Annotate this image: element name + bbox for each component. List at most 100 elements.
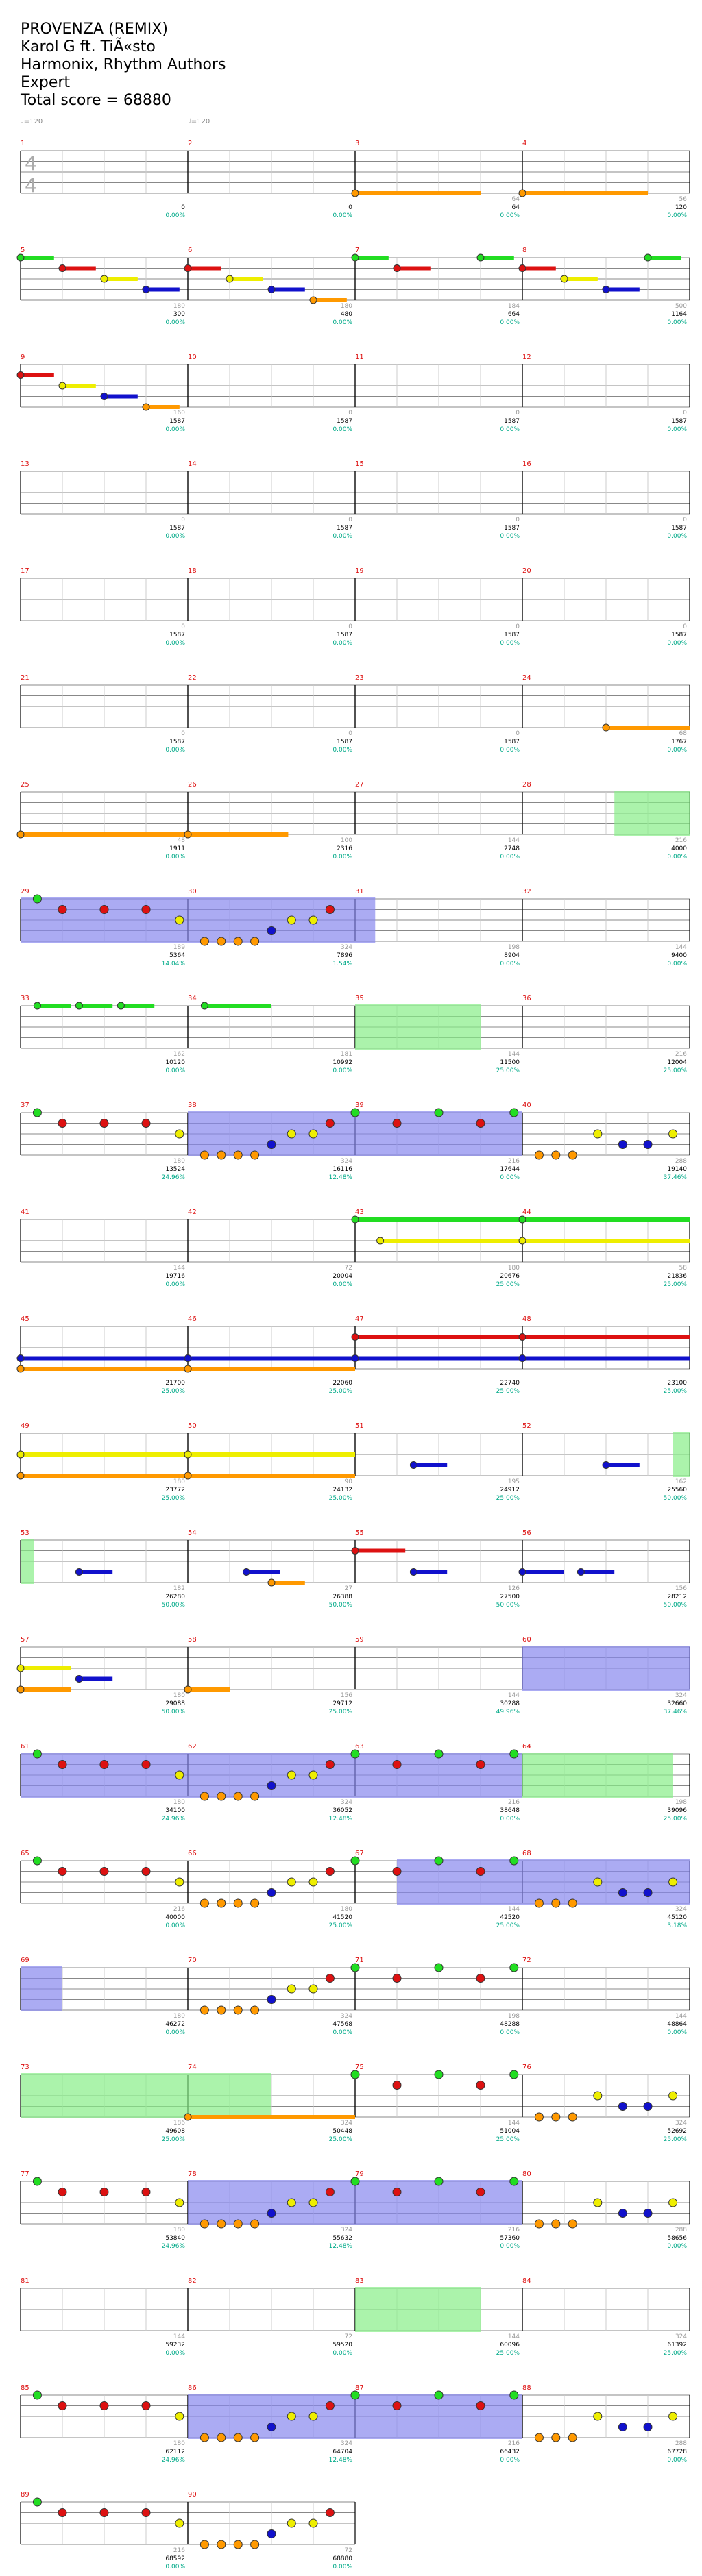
measure-number: 16 xyxy=(522,460,531,468)
measure-score-add: 144 xyxy=(508,2333,520,2340)
measure-score-add: 198 xyxy=(508,944,520,951)
measure-score-percent: 25.00% xyxy=(329,1922,353,1929)
blue-note xyxy=(75,1568,83,1576)
measure-number: 59 xyxy=(355,1636,364,1644)
measure-score-percent: 0.00% xyxy=(332,2350,352,2357)
measure-number: 6 xyxy=(188,247,192,254)
measure-score-percent: 0.00% xyxy=(667,2029,687,2036)
star_power-overlay xyxy=(355,2287,481,2332)
solo-overlay xyxy=(355,2394,522,2439)
orange-note xyxy=(217,2433,226,2442)
blue-sustain xyxy=(522,1356,690,1361)
green-sustain xyxy=(204,1004,271,1008)
measure-number: 80 xyxy=(522,2170,531,2178)
yellow-note xyxy=(593,1877,603,1887)
measure-number: 18 xyxy=(188,567,197,575)
measure-number: 28 xyxy=(522,781,531,789)
yellow-note xyxy=(376,1237,385,1245)
measure-score-add: 156 xyxy=(341,1692,352,1699)
measure-number: 72 xyxy=(522,1957,531,1964)
green-note xyxy=(509,1963,519,1972)
chart-authors: Harmonix, Rhythm Authors xyxy=(21,56,226,73)
measure-score-add: 144 xyxy=(508,2120,520,2127)
yellow-note xyxy=(287,1129,296,1139)
green-note xyxy=(350,2177,360,2186)
measure-number: 88 xyxy=(522,2384,531,2392)
measure-score-add: 144 xyxy=(508,1051,520,1058)
measure-number: 7 xyxy=(355,247,359,254)
measure-number: 54 xyxy=(188,1529,197,1537)
measure-number: 42 xyxy=(188,1209,197,1216)
yellow-note xyxy=(308,1877,318,1887)
measure-score-percent: 0.00% xyxy=(165,1067,185,1074)
measure-score-add: 198 xyxy=(508,2013,520,2020)
measure-number: 61 xyxy=(21,1743,29,1750)
measure-score-percent: 0.00% xyxy=(165,319,185,326)
measure-number: 83 xyxy=(355,2277,364,2285)
solo-overlay xyxy=(522,1646,690,1691)
yellow-sustain xyxy=(62,384,96,388)
red-sustain xyxy=(62,266,96,271)
blue-note xyxy=(16,1354,25,1362)
yellow-note xyxy=(287,1877,296,1887)
green-note xyxy=(32,1749,42,1759)
measure-score-total: 23772 xyxy=(165,1487,185,1494)
measure-number: 49 xyxy=(21,1422,29,1430)
orange-sustain xyxy=(188,832,289,837)
measure-score-percent: 12.48% xyxy=(329,1174,353,1181)
green-note xyxy=(350,1856,360,1866)
measure-score-add: 324 xyxy=(341,2440,352,2447)
yellow-note xyxy=(175,2412,184,2421)
orange-note xyxy=(250,937,260,946)
measure-score-percent: 0.00% xyxy=(332,2564,352,2571)
measure-number: 2 xyxy=(188,140,192,147)
measure-score-percent: 25.00% xyxy=(496,1067,520,1074)
measure-score-total: 1767 xyxy=(671,739,687,745)
measure-score-percent: 0.00% xyxy=(332,640,352,647)
measure-score-total: 1587 xyxy=(337,418,352,425)
yellow-note xyxy=(287,1984,296,1994)
measure-number: 23 xyxy=(355,674,364,682)
measure-score-percent: 0.00% xyxy=(667,2457,687,2464)
blue-note xyxy=(643,2423,653,2431)
measure-score-add: 126 xyxy=(508,1585,520,1592)
measure-number: 87 xyxy=(355,2384,364,2392)
measure-score-add: 324 xyxy=(675,1692,687,1699)
yellow-note xyxy=(16,1450,25,1459)
solo-overlay xyxy=(188,897,376,943)
measure-score-total: 62112 xyxy=(165,2449,185,2455)
measure-score-percent: 25.00% xyxy=(496,2136,520,2143)
red-note xyxy=(392,1974,402,1983)
blue-note xyxy=(75,1675,83,1683)
orange-note xyxy=(217,2005,226,2015)
orange-note xyxy=(233,2005,243,2015)
yellow-note xyxy=(308,1770,318,1780)
yellow-note xyxy=(287,915,296,925)
orange-sustain xyxy=(21,832,188,837)
blue-sustain xyxy=(271,287,305,292)
measure-score-add: 72 xyxy=(345,2333,352,2340)
measure-number: 17 xyxy=(21,567,29,575)
solo-overlay xyxy=(355,2180,522,2225)
measure-number: 73 xyxy=(21,2064,29,2071)
measure-score-percent: 1.54% xyxy=(332,961,352,967)
measure-score-total: 21836 xyxy=(667,1273,687,1280)
red-note xyxy=(99,2188,109,2196)
orange-note xyxy=(217,1898,226,1908)
measure-score-add: 144 xyxy=(173,1265,185,1272)
measure-score-total: 38648 xyxy=(500,1807,520,1814)
blue-sustain xyxy=(413,1570,448,1574)
green-note xyxy=(518,1215,526,1224)
song-header: PROVENZA (REMIX) Karol G ft. TiÃ«sto Har… xyxy=(21,21,226,110)
yellow-note xyxy=(668,1129,678,1139)
orange-sustain xyxy=(188,2115,355,2119)
green-sustain xyxy=(648,256,681,260)
green-note xyxy=(350,2390,360,2400)
green-note xyxy=(509,1108,519,1117)
measure-score-percent: 0.00% xyxy=(500,212,520,219)
measure-number: 24 xyxy=(522,674,531,682)
measure-score-total: 59520 xyxy=(332,2342,352,2349)
